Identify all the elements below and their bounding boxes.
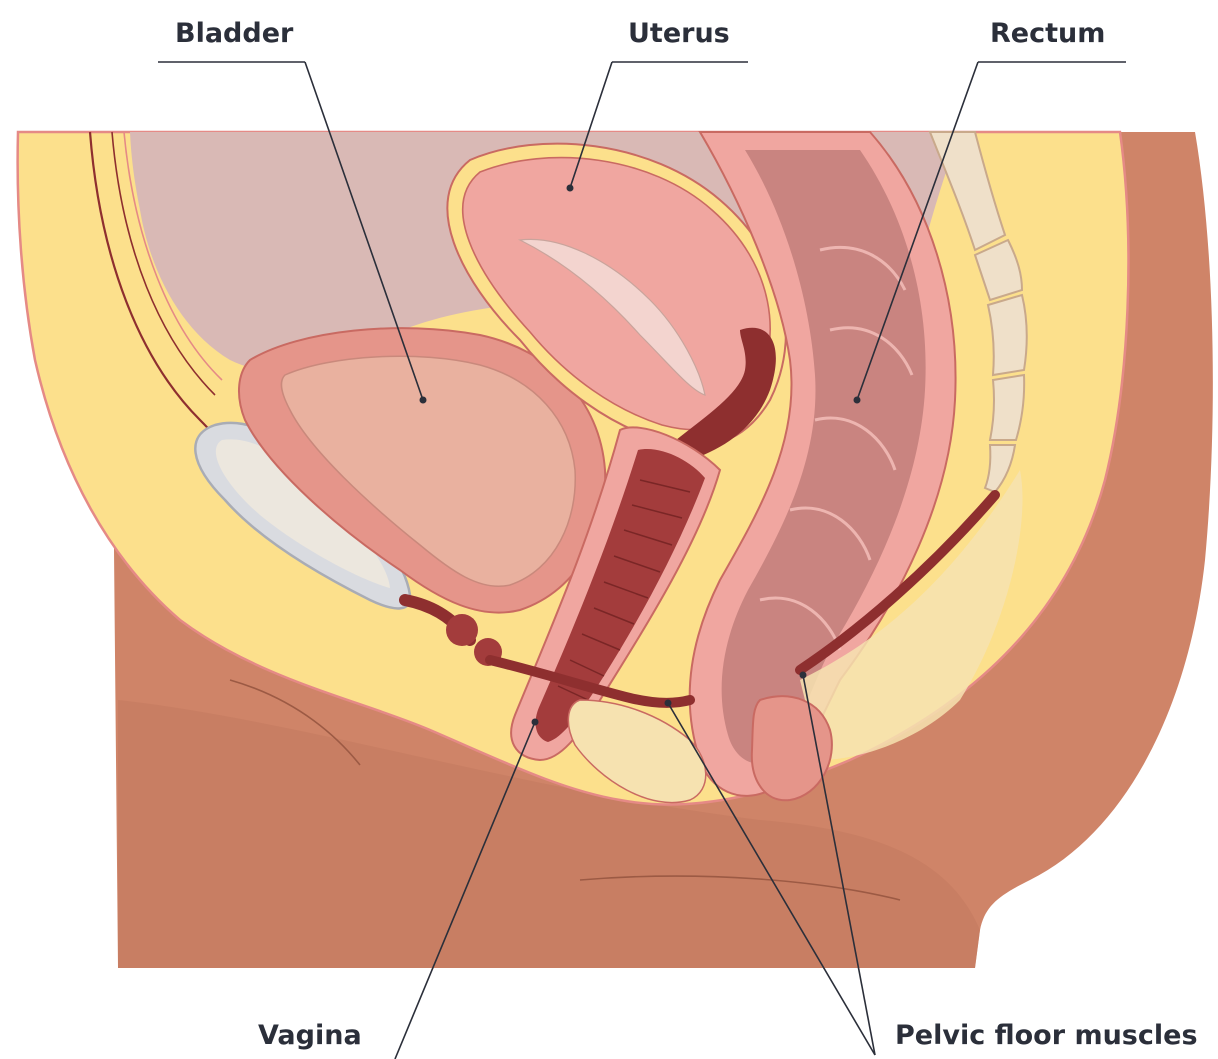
urethral-sphincter [446,614,478,646]
label-bladder: Bladder [175,18,294,49]
uterus-leader-dot [567,185,574,192]
pelvic-floor-leader-dot [665,700,672,707]
label-rectum: Rectum [990,18,1105,49]
vagina-leader-dot [532,719,539,726]
label-uterus: Uterus [628,18,730,49]
label-pelvic-floor-muscles: Pelvic floor muscles [895,1020,1198,1051]
pelvic-floor-leader-dot [800,672,807,679]
bladder-leader-dot [420,397,427,404]
rectum-leader-dot [854,397,861,404]
label-vagina: Vagina [258,1020,362,1051]
